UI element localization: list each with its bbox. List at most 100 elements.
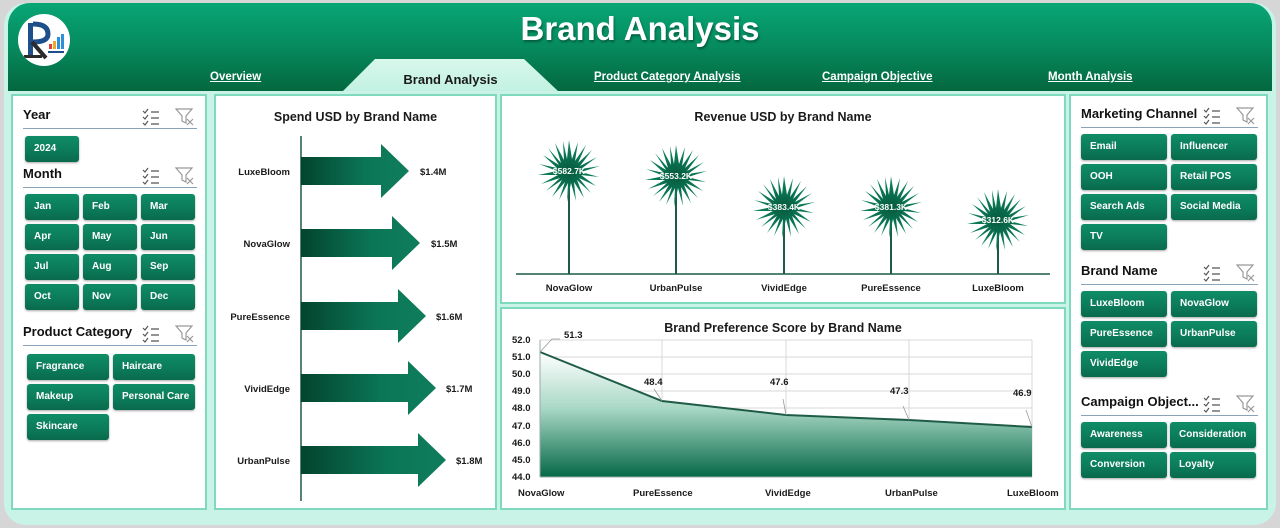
spend-category-label: UrbanPulse (237, 456, 290, 467)
brand-pureessence-button[interactable]: PureEssence (1081, 321, 1167, 347)
clear-filter-icon[interactable] (1236, 264, 1256, 282)
y-tick-label: 50.0 (512, 369, 531, 380)
clear-filter-icon[interactable] (1236, 107, 1256, 125)
revenue-burst-novaglow (538, 140, 600, 274)
channel-influencer-button[interactable]: Influencer (1171, 134, 1257, 160)
clear-filter-icon[interactable] (175, 325, 195, 343)
channel-tv-button[interactable]: TV (1081, 224, 1167, 250)
month-jul-button[interactable]: Jul (25, 254, 79, 280)
y-tick-label: 47.0 (512, 421, 531, 432)
multi-select-icon[interactable] (141, 108, 161, 126)
y-tick-label: 49.0 (512, 386, 531, 397)
channel-search-ads-button[interactable]: Search Ads (1081, 194, 1167, 220)
month-may-button[interactable]: May (83, 224, 137, 250)
brand-urbanpulse-button[interactable]: UrbanPulse (1171, 321, 1257, 347)
brand-luxebloom-button[interactable]: LuxeBloom (1081, 291, 1167, 317)
month-nov-button[interactable]: Nov (83, 284, 137, 310)
objective-conversion-button[interactable]: Conversion (1081, 452, 1167, 478)
revenue-chart-title: Revenue USD by Brand Name (694, 110, 872, 124)
y-tick-label: 51.0 (512, 352, 531, 363)
spend-arrow-luxebloom (301, 144, 409, 198)
revenue-value-label: $383.4K (767, 202, 801, 212)
left-filter-panel: Year 2024 Month Jan Feb Mar Apr May Jun … (11, 94, 207, 510)
marketing-channel-slicer-header: Marketing Channel (1081, 106, 1258, 128)
y-tick-label: 52.0 (512, 335, 531, 346)
revenue-category-label: PureEssence (861, 283, 921, 294)
spend-arrow-urbanpulse (301, 433, 446, 487)
spend-arrow-chart (300, 136, 446, 501)
objective-consideration-button[interactable]: Consideration (1170, 422, 1256, 448)
y-tick-label: 48.0 (512, 403, 531, 414)
revenue-chart-panel: Revenue USD by Brand Name (500, 94, 1066, 304)
objective-loyalty-button[interactable]: Loyalty (1170, 452, 1256, 478)
tab-month-analysis[interactable]: Month Analysis (1048, 71, 1133, 83)
multi-select-icon[interactable] (1202, 264, 1222, 282)
revenue-value-label: $381.3K (874, 202, 908, 212)
month-sep-button[interactable]: Sep (141, 254, 195, 280)
spend-arrow-pureessence (301, 289, 426, 343)
kpi-logo-icon (24, 21, 64, 60)
spend-category-label: NovaGlow (243, 239, 290, 250)
multi-select-icon[interactable] (141, 167, 161, 185)
revenue-burst-vividedge (753, 176, 815, 274)
category-haircare-button[interactable]: Haircare (113, 354, 195, 380)
x-tick-label: VividEdge (765, 488, 811, 499)
y-tick-label: 46.0 (512, 438, 531, 449)
spend-value-label: $1.6M (436, 312, 463, 323)
channel-email-button[interactable]: Email (1081, 134, 1167, 160)
preference-value-label: 47.3 (890, 386, 909, 397)
tab-overview[interactable]: Overview (210, 71, 262, 83)
preference-value-label: 46.9 (1013, 388, 1032, 399)
objective-awareness-button[interactable]: Awareness (1081, 422, 1167, 448)
brand-vividedge-button[interactable]: VividEdge (1081, 351, 1167, 377)
dashboard-frame: Brand Analysis Brand Analysis Overview P… (4, 3, 1276, 525)
spend-arrow-vividedge (301, 361, 436, 415)
multi-select-icon[interactable] (1202, 107, 1222, 125)
month-feb-button[interactable]: Feb (83, 194, 137, 220)
multi-select-icon[interactable] (1202, 395, 1222, 413)
channel-social-media-button[interactable]: Social Media (1171, 194, 1257, 220)
channel-ooh-button[interactable]: OOH (1081, 164, 1167, 190)
header-bar: Brand Analysis Brand Analysis Overview P… (8, 3, 1272, 91)
tab-product-category-analysis[interactable]: Product Category Analysis (594, 71, 741, 83)
tab-brand-analysis[interactable]: Brand Analysis (343, 59, 558, 91)
spend-value-label: $1.7M (446, 384, 473, 395)
preference-area-chart (539, 338, 1033, 478)
revenue-category-label: VividEdge (761, 283, 807, 294)
year-slicer-title: Year (23, 107, 51, 122)
y-tick-label: 45.0 (512, 455, 531, 466)
month-jan-button[interactable]: Jan (25, 194, 79, 220)
clear-filter-icon[interactable] (175, 108, 195, 126)
marketing-channel-slicer-title: Marketing Channel (1081, 106, 1198, 121)
year-slicer-header: Year (23, 107, 197, 129)
right-filter-panel: Marketing Channel Email Influencer OOH R… (1069, 94, 1268, 510)
revenue-category-label: NovaGlow (545, 283, 593, 294)
category-makeup-button[interactable]: Makeup (27, 384, 109, 410)
tab-campaign-objective[interactable]: Campaign Objective (822, 71, 933, 83)
month-apr-button[interactable]: Apr (25, 224, 79, 250)
x-tick-label: LuxeBloom (1007, 488, 1059, 499)
month-oct-button[interactable]: Oct (25, 284, 79, 310)
spend-chart-title: Spend USD by Brand Name (273, 110, 438, 124)
month-jun-button[interactable]: Jun (141, 224, 195, 250)
revenue-burst-pureessence (860, 176, 922, 274)
revenue-burst-urbanpulse (645, 145, 707, 274)
channel-retail-pos-button[interactable]: Retail POS (1171, 164, 1257, 190)
month-mar-button[interactable]: Mar (141, 194, 195, 220)
category-personal-care-button[interactable]: Personal Care (113, 384, 195, 410)
brand-novaglow-button[interactable]: NovaGlow (1171, 291, 1257, 317)
clear-filter-icon[interactable] (1236, 395, 1256, 413)
year-2024-button[interactable]: 2024 (25, 136, 79, 162)
clear-filter-icon[interactable] (175, 167, 195, 185)
category-skincare-button[interactable]: Skincare (27, 414, 109, 440)
month-aug-button[interactable]: Aug (83, 254, 137, 280)
revenue-category-label: UrbanPulse (649, 283, 703, 294)
x-tick-label: PureEssence (633, 488, 693, 499)
month-dec-button[interactable]: Dec (141, 284, 195, 310)
category-fragrance-button[interactable]: Fragrance (27, 354, 109, 380)
tab-label: Brand Analysis (403, 72, 498, 87)
preference-chart-title: Brand Preference Score by Brand Name (664, 321, 902, 335)
preference-value-label: 51.3 (564, 330, 583, 341)
spend-category-label: VividEdge (244, 384, 290, 395)
multi-select-icon[interactable] (141, 325, 161, 343)
